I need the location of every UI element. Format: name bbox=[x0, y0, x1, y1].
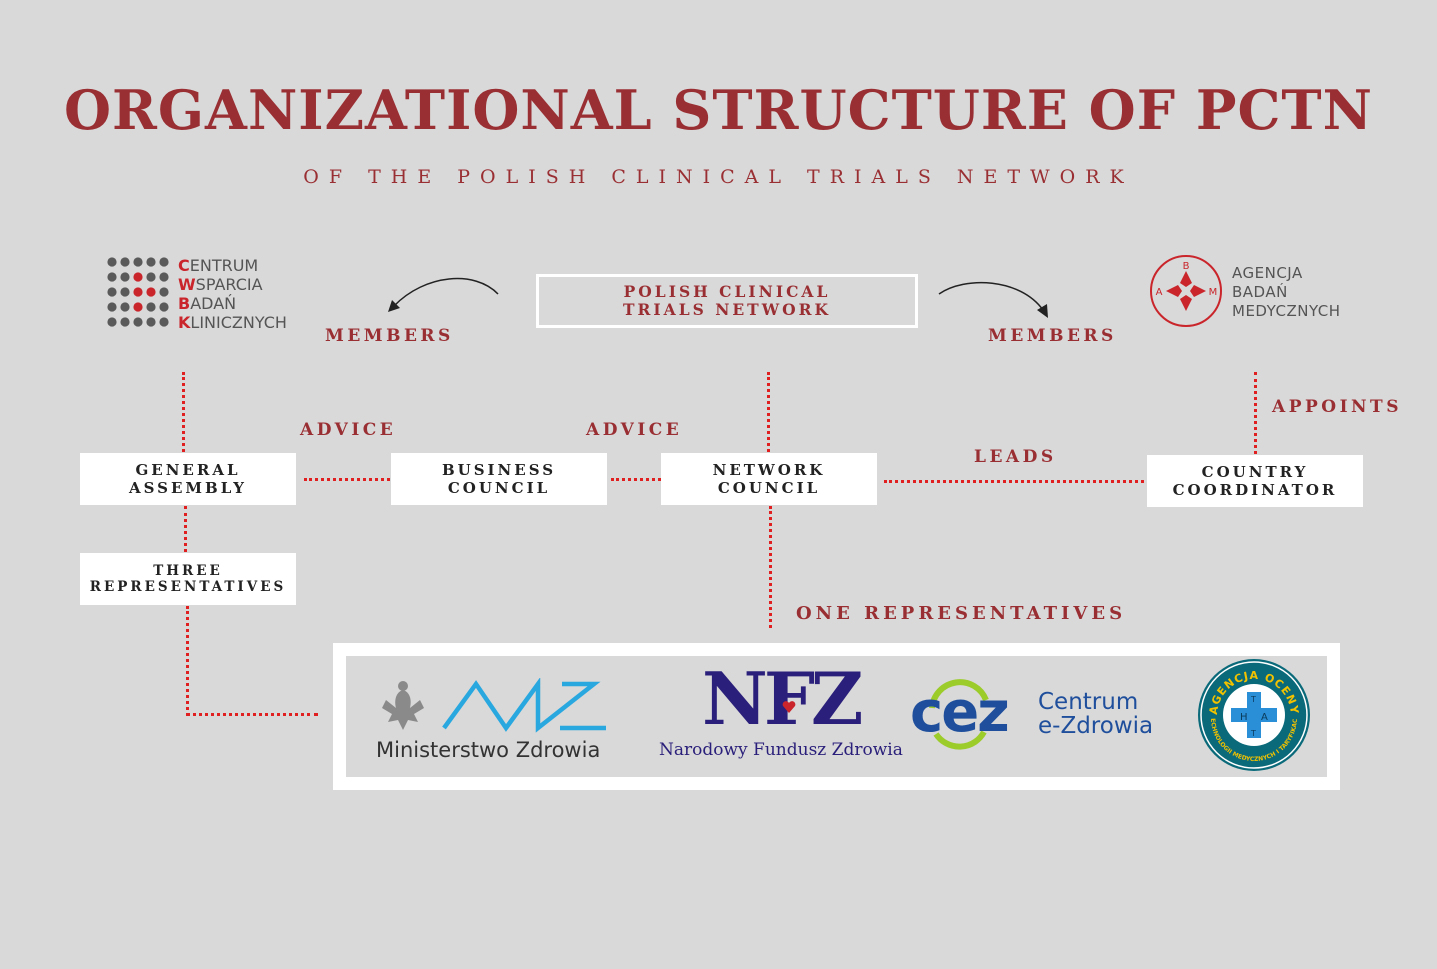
country-coordinator-line-2: COORDINATOR bbox=[1172, 481, 1338, 499]
abm-line-1: AGENCJA bbox=[1232, 264, 1303, 282]
page-subtitle: OF THE POLISH CLINICAL TRIALS NETWORK bbox=[303, 166, 1134, 188]
nfz-mark: NFZ bbox=[702, 656, 863, 741]
pctn-line-2: TRIALS NETWORK bbox=[623, 300, 831, 319]
leads-label: LEADS bbox=[974, 447, 1057, 467]
cez-ring-icon bbox=[929, 679, 989, 750]
business-council-line-2: COUNCIL bbox=[447, 479, 551, 497]
network-council-line-1: NETWORK bbox=[712, 461, 826, 479]
members-right-label: MEMBERS bbox=[988, 326, 1117, 346]
cwbk-to-assembly-connector bbox=[182, 372, 185, 452]
members-left-label: MEMBERS bbox=[325, 326, 454, 346]
members-right-arrow-icon bbox=[938, 281, 1048, 318]
three-representatives-line-2: REPRESENTATIVES bbox=[89, 579, 287, 595]
advice-right-label: ADVICE bbox=[586, 420, 683, 440]
three-reps-down-connector bbox=[186, 606, 189, 716]
pctn-node: POLISH CLINICAL TRIALS NETWORK bbox=[536, 274, 918, 328]
pctn-line-1: POLISH CLINICAL bbox=[623, 282, 831, 301]
advice-left-label: ADVICE bbox=[300, 420, 397, 440]
cwbk-line-3: BADAŃ bbox=[178, 294, 237, 313]
general-assembly-node: GENERAL ASSEMBLY bbox=[80, 453, 296, 505]
one-representatives-label: ONE REPRESENTATIVES bbox=[796, 603, 1127, 624]
mz-logo: Ministerstwo Zdrowia bbox=[376, 676, 616, 768]
svg-text:M: M bbox=[1209, 287, 1218, 298]
three-representatives-line-1: THREE bbox=[153, 563, 223, 579]
svg-text:T: T bbox=[1250, 695, 1256, 704]
svg-text:H: H bbox=[1240, 712, 1248, 723]
business-council-node: BUSINESS COUNCIL bbox=[391, 453, 607, 505]
member-logos-panel-inner bbox=[346, 656, 1327, 777]
abm-line-2: BADAŃ bbox=[1232, 283, 1288, 301]
abm-to-coordinator-connector bbox=[1254, 372, 1257, 454]
nfz-caption: Narodowy Fundusz Zdrowia bbox=[659, 740, 903, 760]
cwbk-dot-grid-icon bbox=[107, 257, 169, 327]
members-left-arrow-icon bbox=[388, 277, 499, 312]
business-council-line-1: BUSINESS bbox=[441, 461, 557, 479]
cez-line-2: e-Zdrowia bbox=[1038, 713, 1154, 739]
abm-cross-icon: B A M bbox=[1150, 255, 1222, 327]
pctn-to-network-council-connector bbox=[767, 372, 770, 452]
cez-mark: cez bbox=[910, 680, 1010, 745]
cwbk-line-1: CENTRUM bbox=[178, 256, 259, 275]
cwbk-line-4: KLINICZNYCH bbox=[178, 313, 287, 332]
cez-line-1: Centrum bbox=[1038, 689, 1139, 715]
three-representatives-node: THREE REPRESENTATIVES bbox=[80, 553, 296, 605]
network-council-node: NETWORK COUNCIL bbox=[661, 453, 877, 505]
country-coordinator-line-1: COUNTRY bbox=[1201, 463, 1309, 481]
cez-logo: cez Centrum e-Zdrowia bbox=[910, 679, 1170, 760]
svg-text:B: B bbox=[1183, 261, 1190, 272]
network-to-coordinator-connector bbox=[884, 480, 1144, 483]
three-reps-to-logos-connector bbox=[186, 713, 318, 716]
nfz-logo: NFZ Narodowy Fundusz Zdrowia bbox=[656, 656, 908, 766]
abm-line-3: MEDYCZNYCH bbox=[1232, 302, 1341, 320]
country-coordinator-node: COUNTRY COORDINATOR bbox=[1147, 455, 1363, 507]
aotmit-logo-icon: AGENCJA OCENY TECHNOLOGII MEDYCZNYCH I T… bbox=[1195, 656, 1310, 771]
page-title: ORGANIZATIONAL STRUCTURE OF PCTN bbox=[64, 78, 1373, 142]
cwbk-line-2: WSPARCIA bbox=[178, 275, 263, 294]
cwbk-logo: CENTRUM WSPARCIA BADAŃ KLINICZNYCH bbox=[106, 256, 296, 332]
svg-text:A: A bbox=[1261, 712, 1268, 723]
business-to-network-connector bbox=[611, 478, 661, 481]
general-assembly-line-2: ASSEMBLY bbox=[129, 479, 247, 497]
general-assembly-line-1: GENERAL bbox=[135, 461, 241, 479]
nfz-heart-icon bbox=[782, 701, 796, 713]
abm-logo: B A M AGENCJA BADAŃ MEDYCZNYCH bbox=[1148, 253, 1348, 333]
mz-zigzag-icon bbox=[442, 678, 606, 733]
polish-eagle-icon bbox=[382, 681, 424, 730]
mz-caption: Ministerstwo Zdrowia bbox=[376, 738, 601, 762]
network-council-line-2: COUNCIL bbox=[717, 479, 821, 497]
assembly-to-three-reps-connector bbox=[184, 506, 187, 552]
assembly-to-business-connector bbox=[304, 478, 390, 481]
svg-text:A: A bbox=[1156, 287, 1163, 298]
appoints-label: APPOINTS bbox=[1272, 397, 1402, 417]
svg-text:T: T bbox=[1250, 729, 1256, 738]
network-council-down-connector bbox=[769, 506, 772, 628]
